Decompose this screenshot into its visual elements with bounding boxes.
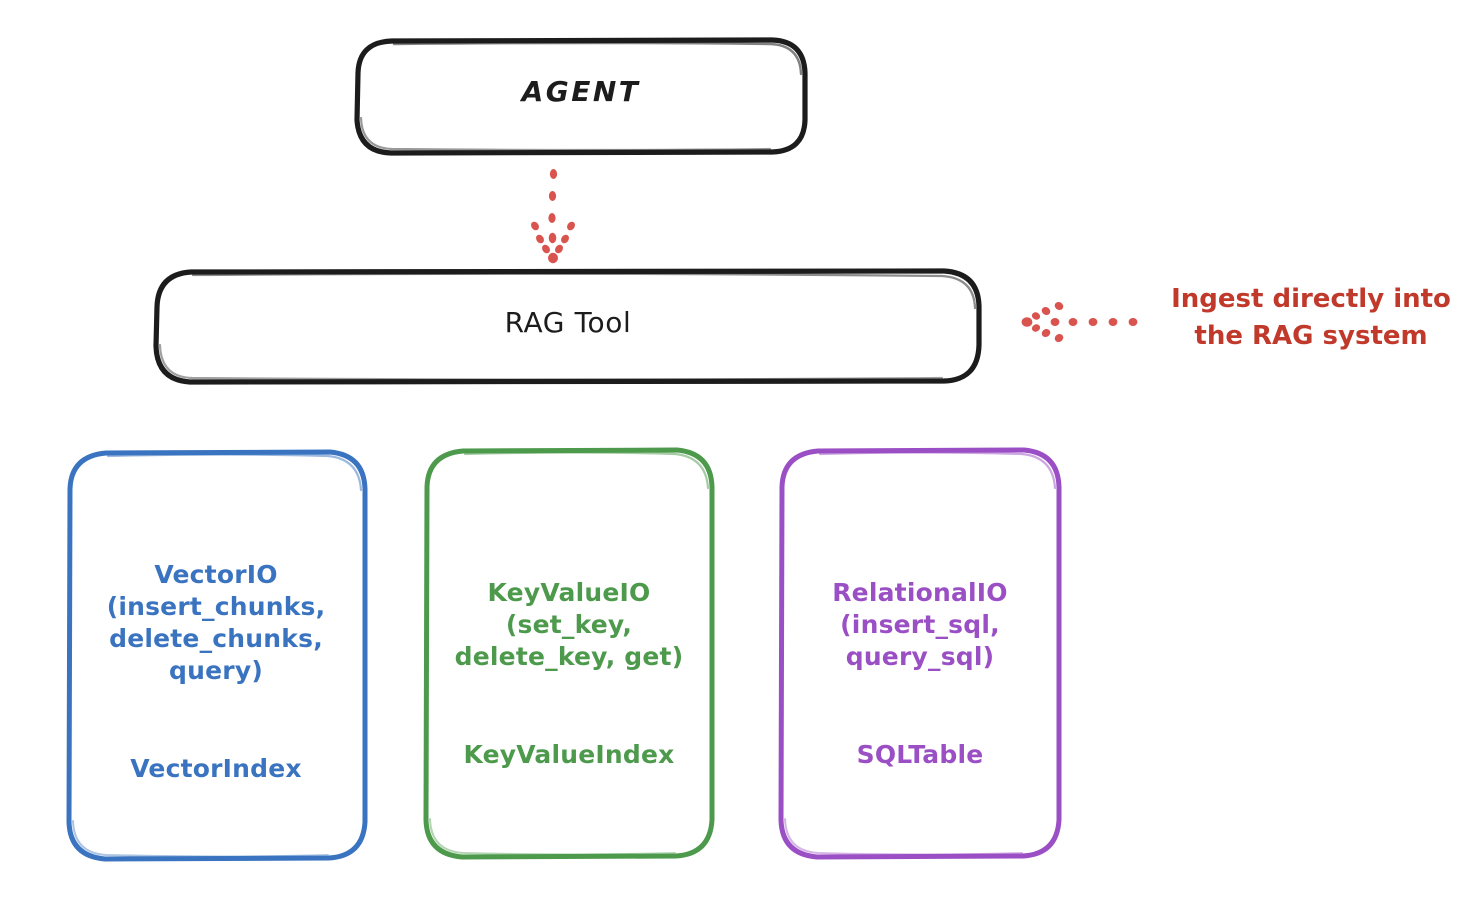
- vector-io-node-label: VectorIO (insert_chunks, delete_chunks, …: [70, 527, 362, 817]
- vector-io-api-text: VectorIO (insert_chunks, delete_chunks, …: [106, 560, 326, 685]
- ingest-annotation-text: Ingest directly into the RAG system: [1171, 284, 1451, 351]
- key-value-index-text: KeyValueIndex: [463, 740, 675, 769]
- key-value-io-api-text: KeyValueIO (set_key, delete_key, get): [454, 578, 684, 671]
- annotation-to-rag-tool-connector: [1021, 302, 1138, 342]
- agent-node-label: AGENT: [521, 75, 641, 108]
- rag-tool-node-label: RAG Tool: [504, 306, 632, 339]
- relational-io-node-label: RelationalIO (insert_sql, query_sql) SQL…: [780, 545, 1060, 803]
- relational-io-api-text: RelationalIO (insert_sql, query_sql): [832, 578, 1008, 671]
- vector-index-text: VectorIndex: [130, 754, 302, 783]
- agent-to-rag-tool-connector: [531, 169, 575, 264]
- key-value-io-node-label: KeyValueIO (set_key, delete_key, get) Ke…: [424, 545, 714, 803]
- sql-table-text: SQLTable: [856, 740, 984, 769]
